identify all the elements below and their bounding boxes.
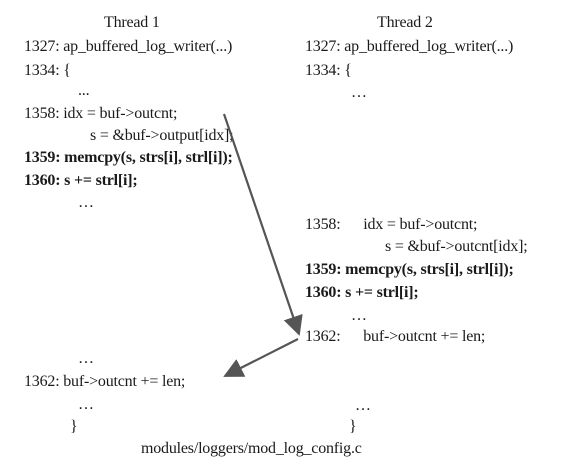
t1-line-1334: 1334: { bbox=[24, 62, 71, 79]
thread2-header: Thread 2 bbox=[377, 14, 433, 31]
arrow-thread1-to-thread2 bbox=[222, 113, 303, 336]
t2-line-1334: 1334: { bbox=[305, 62, 352, 79]
t1-ellipsis-1: ... bbox=[78, 82, 90, 99]
t1-close-brace: } bbox=[70, 418, 78, 435]
t1-line-1359: 1359: memcpy(s, strs[i], strl[i]); bbox=[24, 149, 233, 166]
t2-line-1359: 1359: memcpy(s, strs[i], strl[i]); bbox=[305, 261, 514, 278]
file-caption: modules/loggers/mod_log_config.c bbox=[141, 440, 362, 457]
t1-line-1327: 1327: ap_buffered_log_writer(...) bbox=[24, 38, 233, 55]
t2-line-1327: 1327: ap_buffered_log_writer(...) bbox=[305, 38, 514, 55]
t1-line-1358-idx: 1358: idx = buf->outcnt; bbox=[24, 105, 178, 122]
t1-ellipsis-3: … bbox=[78, 350, 94, 367]
t1-ellipsis-4: … bbox=[78, 396, 94, 413]
t2-line-1362: 1362: buf->outcnt += len; bbox=[305, 328, 486, 345]
thread1-header: Thread 1 bbox=[104, 14, 160, 31]
t2-ellipsis-2: … bbox=[351, 307, 367, 324]
t2-line-1358-idx: 1358: idx = buf->outcnt; bbox=[305, 216, 478, 233]
t2-line-1360: 1360: s += strl[i]; bbox=[305, 284, 419, 301]
t1-line-1358-s: s = &buf->output[idx]; bbox=[90, 127, 234, 144]
t2-close-brace: } bbox=[349, 418, 357, 435]
t1-line-1362: 1362: buf->outcnt += len; bbox=[24, 373, 186, 390]
t1-line-1360: 1360: s += strl[i]; bbox=[24, 172, 138, 189]
t2-ellipsis-1: … bbox=[351, 84, 367, 101]
t2-ellipsis-3: … bbox=[355, 397, 371, 414]
t1-ellipsis-2: … bbox=[78, 194, 94, 211]
t2-line-1358-s: s = &buf->outcnt[idx]; bbox=[385, 238, 528, 255]
arrow-thread2-to-thread1 bbox=[223, 338, 299, 377]
